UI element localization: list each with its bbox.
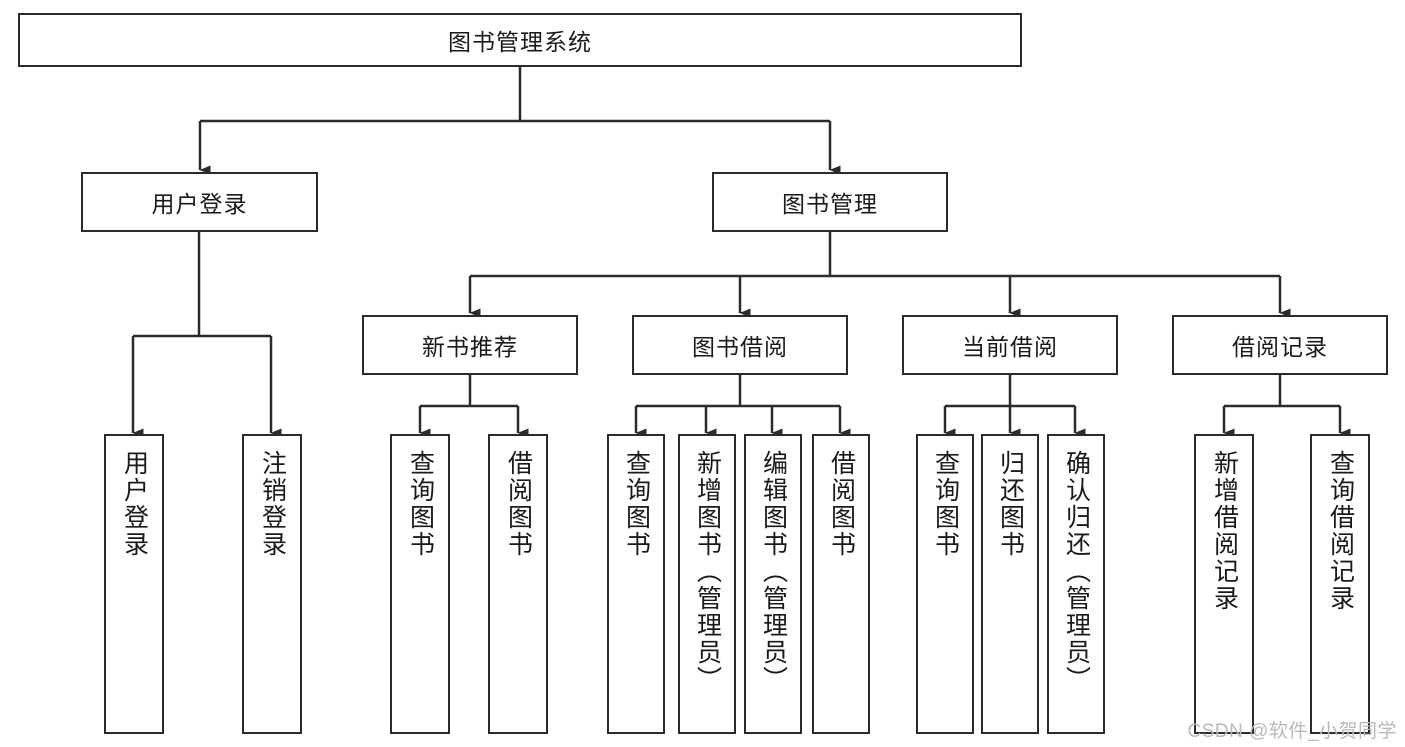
node-leaf-borrow-book-2-label: 借阅图书 xyxy=(827,450,856,558)
node-leaf-add-record[interactable]: 新增借阅记录 xyxy=(1194,434,1254,734)
node-borrow-record[interactable]: 借阅记录 xyxy=(1172,315,1388,375)
node-leaf-logout-login[interactable]: 注销登录 xyxy=(242,434,302,734)
node-leaf-add-record-label: 新增借阅记录 xyxy=(1210,450,1239,612)
node-leaf-borrow-book-1-label: 借阅图书 xyxy=(504,450,533,558)
node-leaf-logout-login-label: 注销登录 xyxy=(258,450,287,558)
node-book-management-label: 图书管理 xyxy=(782,191,878,217)
node-leaf-query-record[interactable]: 查询借阅记录 xyxy=(1310,434,1370,734)
node-leaf-edit-book-label: 编辑图书（管理员） xyxy=(759,450,788,693)
node-leaf-user-login[interactable]: 用户登录 xyxy=(104,434,164,734)
node-leaf-query-book-1-label: 查询图书 xyxy=(406,450,435,558)
node-user-login-label: 用户登录 xyxy=(151,191,248,217)
node-root-label: 图书管理系统 xyxy=(448,29,592,55)
node-new-book-recommend[interactable]: 新书推荐 xyxy=(362,315,578,375)
node-leaf-query-book-1[interactable]: 查询图书 xyxy=(390,434,450,734)
node-leaf-confirm-return[interactable]: 确认归还（管理员） xyxy=(1047,434,1105,734)
node-leaf-query-book-3[interactable]: 查询图书 xyxy=(916,434,974,734)
node-book-borrow-label: 图书借阅 xyxy=(692,334,788,360)
node-new-book-recommend-label: 新书推荐 xyxy=(422,334,518,360)
node-leaf-user-login-label: 用户登录 xyxy=(120,450,149,558)
node-leaf-edit-book[interactable]: 编辑图书（管理员） xyxy=(744,434,802,734)
node-leaf-query-book-2[interactable]: 查询图书 xyxy=(607,434,665,734)
node-root[interactable]: 图书管理系统 xyxy=(18,13,1022,67)
node-leaf-query-book-2-label: 查询图书 xyxy=(622,450,651,558)
node-user-login[interactable]: 用户登录 xyxy=(81,172,318,232)
node-leaf-add-book[interactable]: 新增图书（管理员） xyxy=(678,434,736,734)
csdn-watermark: CSDN @软件_小贺同学 xyxy=(1187,721,1397,742)
node-current-borrow[interactable]: 当前借阅 xyxy=(902,315,1118,375)
node-current-borrow-label: 当前借阅 xyxy=(962,334,1058,360)
node-leaf-query-book-3-label: 查询图书 xyxy=(931,450,960,558)
node-book-borrow[interactable]: 图书借阅 xyxy=(632,315,848,375)
node-leaf-query-record-label: 查询借阅记录 xyxy=(1326,450,1355,612)
node-leaf-borrow-book-1[interactable]: 借阅图书 xyxy=(488,434,548,734)
node-book-management[interactable]: 图书管理 xyxy=(712,172,948,232)
node-leaf-return-book[interactable]: 归还图书 xyxy=(981,434,1039,734)
node-leaf-confirm-return-label: 确认归还（管理员） xyxy=(1062,450,1091,693)
node-leaf-borrow-book-2[interactable]: 借阅图书 xyxy=(812,434,870,734)
node-leaf-return-book-label: 归还图书 xyxy=(996,450,1025,558)
node-leaf-add-book-label: 新增图书（管理员） xyxy=(693,450,722,693)
node-borrow-record-label: 借阅记录 xyxy=(1232,334,1328,360)
